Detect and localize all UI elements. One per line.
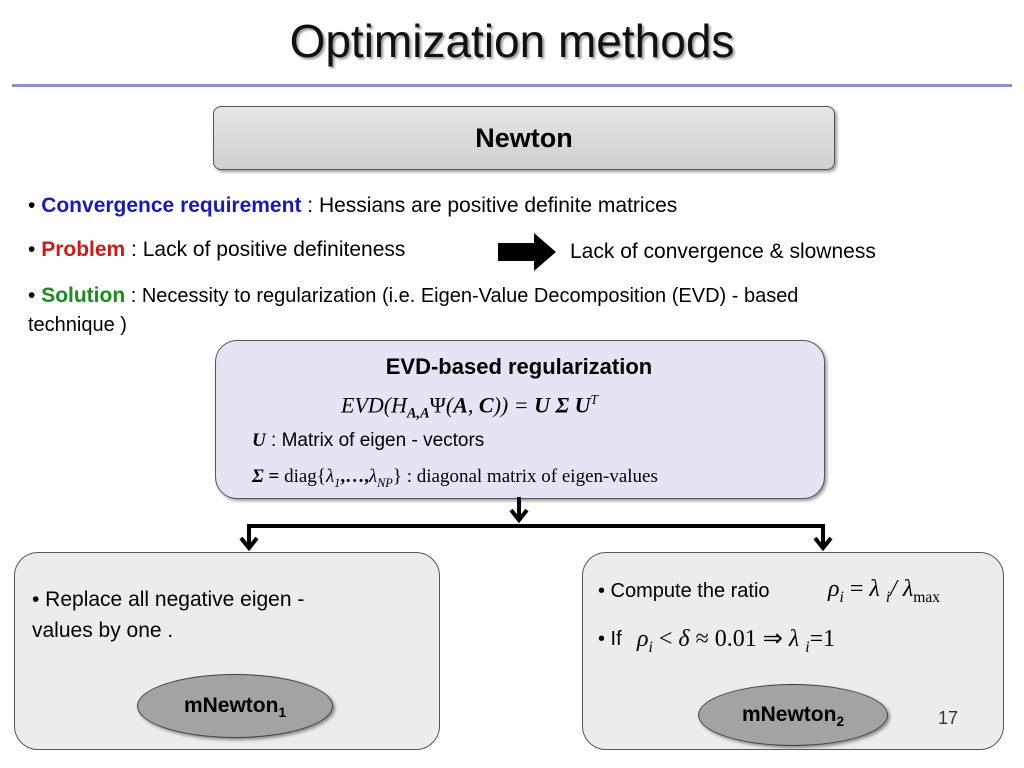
mnewton1-label: mNewton1 — [137, 674, 333, 738]
evd-formula: EVD(HA,AΨ(A, C)) = U Σ UT — [341, 392, 598, 422]
sigma-description: : diagonal matrix of eigen-values — [401, 466, 658, 487]
compute-ratio-text: • Compute the ratio — [598, 580, 770, 602]
bullet-dot: • — [28, 194, 42, 217]
mnewton2-label: mNewton2 — [698, 684, 888, 746]
title-divider — [12, 84, 1012, 87]
mnewton1-subscript: 1 — [278, 705, 287, 721]
bullet-convergence: • Convergence requirement : Hessians are… — [28, 194, 677, 218]
branch-connector — [239, 497, 833, 552]
problem-result: Lack of convergence & slowness — [570, 240, 876, 263]
mnewton2-subscript: 2 — [836, 714, 845, 730]
bullet-solution: • Solution : Necessity to regularization… — [28, 284, 798, 308]
mnewton1-text: mNewton — [183, 694, 279, 717]
bullet-dot: • — [28, 284, 42, 307]
u-symbol: U — [252, 430, 266, 451]
convergence-text: : Hessians are positive definite matrice… — [301, 194, 678, 217]
solution-text-continued: technique ) — [28, 314, 127, 336]
evd-regularization-box — [215, 340, 825, 499]
solution-label: Solution — [41, 284, 126, 307]
newton-header-box: Newton — [213, 106, 835, 170]
replace-text-line2: values by one . — [32, 619, 174, 642]
sigma-symbol: Σ — [252, 466, 264, 487]
problem-label: Problem — [41, 238, 126, 261]
page-title: Optimization methods — [289, 15, 735, 67]
right-arrow-icon — [498, 233, 556, 271]
sigma-definition: Σ = diag{λ1,…,λNP} : diagonal matrix of … — [252, 466, 658, 490]
bullet-dot: • — [28, 238, 42, 261]
page-number: 17 — [938, 708, 959, 728]
replace-text-line1: • Replace all negative eigen - — [32, 588, 305, 611]
problem-text: : Lack of positive definiteness — [125, 238, 406, 261]
bullet-problem: • Problem : Lack of positive definitenes… — [28, 238, 405, 262]
convergence-label: Convergence requirement — [41, 194, 302, 217]
evd-title: EVD-based regularization — [385, 354, 653, 379]
mnewton2-text: mNewton — [741, 703, 837, 726]
if-condition-formula: ρi < δ ≈ 0.01 ⇒ λ i=1 — [637, 626, 836, 656]
u-definition: U : Matrix of eigen - vectors — [252, 430, 484, 452]
solution-text: : Necessity to regularization (i.e. Eige… — [125, 285, 799, 307]
ratio-formula: ρi = λ i/ λmax — [828, 576, 941, 606]
u-description: : Matrix of eigen - vectors — [265, 430, 485, 451]
if-text: • If — [598, 628, 622, 650]
